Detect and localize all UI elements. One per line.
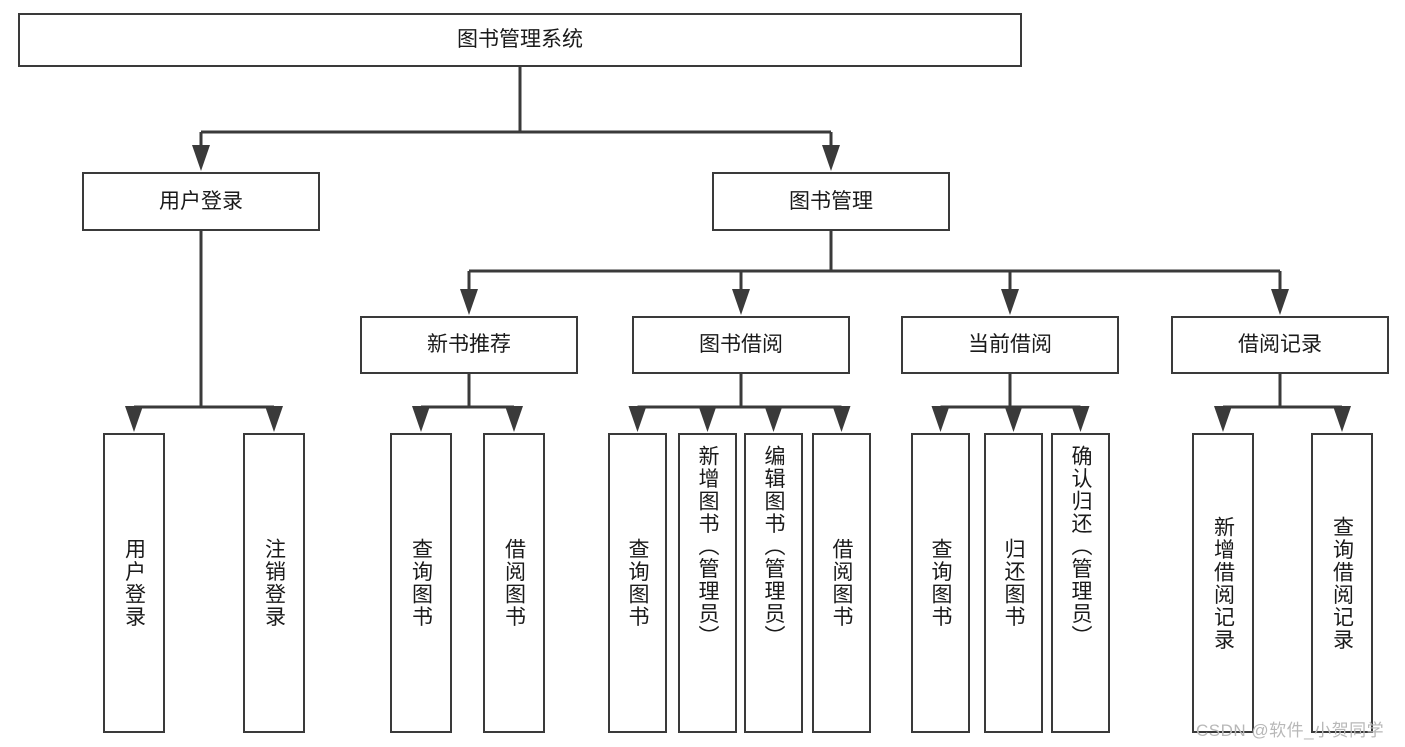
node-label: 新增借阅记录 — [1211, 515, 1235, 651]
node-label: 归还图书 — [1002, 538, 1025, 628]
node-leaf-borrow-book-1[interactable]: 借阅图书 — [483, 433, 545, 733]
node-leaf-user-login[interactable]: 用户登录 — [103, 433, 165, 733]
node-label: 新增图书（管理员） — [696, 445, 719, 648]
watermark: CSDN @软件_小贺同学 — [1196, 721, 1385, 740]
node-leaf-add-record[interactable]: 新增借阅记录 — [1192, 433, 1254, 733]
node-label: 确认归还（管理员） — [1069, 445, 1092, 648]
node-label: 当前借阅 — [968, 333, 1052, 357]
node-label: 用户登录 — [122, 538, 146, 628]
node-root[interactable]: 图书管理系统 — [18, 13, 1022, 67]
node-label: 查询借阅记录 — [1330, 515, 1354, 651]
node-label: 用户登录 — [159, 189, 243, 213]
node-label: 借阅图书 — [830, 538, 853, 628]
node-current-borrow[interactable]: 当前借阅 — [901, 316, 1119, 374]
node-label: 注销登录 — [262, 538, 286, 628]
node-label: 借阅图书 — [502, 538, 526, 628]
node-label: 新书推荐 — [427, 333, 511, 357]
node-leaf-borrow-book-2[interactable]: 借阅图书 — [812, 433, 871, 733]
node-leaf-query-record[interactable]: 查询借阅记录 — [1311, 433, 1373, 733]
node-label: 查询图书 — [409, 538, 433, 628]
node-leaf-query-book-1[interactable]: 查询图书 — [390, 433, 452, 733]
node-label: 图书借阅 — [699, 333, 783, 357]
node-label: 查询图书 — [626, 538, 649, 628]
node-leaf-confirm-return[interactable]: 确认归还（管理员） — [1051, 433, 1110, 733]
node-label: 编辑图书（管理员） — [762, 445, 785, 648]
node-leaf-add-book[interactable]: 新增图书（管理员） — [678, 433, 737, 733]
node-leaf-return-book[interactable]: 归还图书 — [984, 433, 1043, 733]
node-borrow-record[interactable]: 借阅记录 — [1171, 316, 1389, 374]
node-label: 查询图书 — [929, 538, 952, 628]
node-leaf-query-book-2[interactable]: 查询图书 — [608, 433, 667, 733]
node-leaf-user-logout[interactable]: 注销登录 — [243, 433, 305, 733]
node-label: 借阅记录 — [1238, 333, 1322, 357]
node-user-login[interactable]: 用户登录 — [82, 172, 320, 231]
node-leaf-query-book-3[interactable]: 查询图书 — [911, 433, 970, 733]
node-label: 图书管理 — [789, 189, 873, 213]
node-label: 图书管理系统 — [457, 28, 583, 52]
node-new-book-rec[interactable]: 新书推荐 — [360, 316, 578, 374]
node-book-borrow[interactable]: 图书借阅 — [632, 316, 850, 374]
node-book-manage[interactable]: 图书管理 — [712, 172, 950, 231]
node-leaf-edit-book[interactable]: 编辑图书（管理员） — [744, 433, 803, 733]
